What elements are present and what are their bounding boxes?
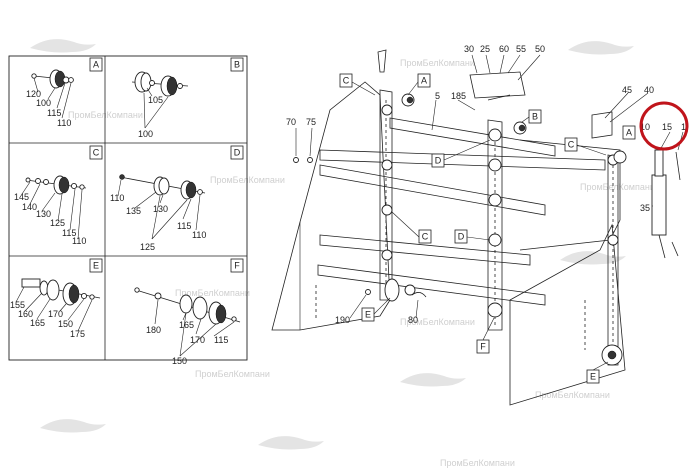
main-letter-box: D bbox=[454, 229, 468, 244]
svg-text:175: 175 bbox=[70, 329, 85, 339]
svg-text:150: 150 bbox=[172, 356, 187, 366]
svg-text:D: D bbox=[234, 148, 241, 158]
svg-text:F: F bbox=[480, 342, 486, 352]
svg-text:45: 45 bbox=[622, 85, 632, 95]
svg-text:25: 25 bbox=[480, 44, 490, 54]
panel-letter-b: B bbox=[230, 57, 244, 72]
svg-text:120: 120 bbox=[26, 89, 41, 99]
svg-text:150: 150 bbox=[58, 319, 73, 329]
panel-a-assembly bbox=[31, 69, 74, 119]
svg-text:160: 160 bbox=[18, 309, 33, 319]
svg-text:35: 35 bbox=[640, 203, 650, 213]
main-letter-box: C bbox=[564, 137, 578, 152]
watermark-text: ПромБелКомпани bbox=[400, 317, 475, 327]
svg-text:B: B bbox=[532, 112, 538, 122]
main-letter-box: C bbox=[339, 73, 353, 88]
main-letter-box: E bbox=[361, 307, 375, 322]
main-letter-box: C bbox=[418, 229, 432, 244]
svg-text:F: F bbox=[234, 261, 240, 271]
svg-text:105: 105 bbox=[148, 95, 163, 105]
svg-text:C: C bbox=[93, 148, 100, 158]
watermark-text: ПромБелКомпани bbox=[535, 390, 610, 400]
svg-text:115: 115 bbox=[214, 335, 228, 345]
svg-text:15: 15 bbox=[662, 122, 672, 132]
watermark-text: ПромБелКомпани bbox=[175, 288, 250, 298]
svg-text:C: C bbox=[422, 232, 429, 242]
svg-text:D: D bbox=[458, 232, 465, 242]
svg-text:190: 190 bbox=[335, 315, 350, 325]
svg-text:A: A bbox=[421, 76, 427, 86]
svg-text:100: 100 bbox=[36, 98, 51, 108]
panel-letter-c: C bbox=[89, 145, 103, 160]
detail-panel-grid bbox=[8, 55, 248, 361]
svg-text:185: 185 bbox=[451, 91, 466, 101]
main-letter-box: B bbox=[528, 109, 542, 124]
svg-text:135: 135 bbox=[126, 206, 141, 216]
panel-letter-d: D bbox=[230, 145, 244, 160]
panel-e-assembly bbox=[15, 278, 101, 332]
svg-text:110: 110 bbox=[57, 118, 71, 128]
svg-text:140: 140 bbox=[22, 202, 37, 212]
svg-text:B: B bbox=[234, 60, 240, 70]
watermark-logo bbox=[30, 39, 634, 450]
svg-text:30: 30 bbox=[464, 44, 474, 54]
svg-text:10: 10 bbox=[640, 122, 650, 132]
panel-d-assembly bbox=[117, 174, 206, 240]
main-letter-box: F bbox=[476, 339, 490, 354]
panel-f-assembly bbox=[134, 287, 241, 357]
svg-text:A: A bbox=[626, 128, 632, 138]
svg-text:115: 115 bbox=[62, 228, 76, 238]
svg-text:110: 110 bbox=[110, 193, 124, 203]
watermark-text: ПромБелКомпани bbox=[440, 458, 515, 468]
main-letter-box: A bbox=[417, 73, 431, 88]
svg-text:180: 180 bbox=[146, 325, 161, 335]
svg-text:170: 170 bbox=[48, 309, 63, 319]
watermark-text: ПромБелКомпани bbox=[68, 110, 143, 120]
watermark-text: ПромБелКомпани bbox=[195, 369, 270, 379]
svg-text:110: 110 bbox=[192, 230, 206, 240]
main-frame-assembly bbox=[271, 49, 684, 406]
svg-text:A: A bbox=[93, 60, 99, 70]
svg-text:60: 60 bbox=[499, 44, 509, 54]
svg-text:165: 165 bbox=[30, 318, 45, 328]
svg-text:130: 130 bbox=[153, 204, 168, 214]
svg-text:C: C bbox=[568, 140, 575, 150]
svg-text:E: E bbox=[93, 261, 99, 271]
svg-text:70: 70 bbox=[286, 117, 296, 127]
watermark-text: ПромБелКомпани bbox=[400, 58, 475, 68]
panel-letter-e: E bbox=[89, 258, 103, 273]
svg-text:75: 75 bbox=[306, 117, 316, 127]
panel-letter-a: A bbox=[89, 57, 103, 72]
svg-text:100: 100 bbox=[138, 129, 153, 139]
svg-text:1: 1 bbox=[681, 122, 686, 132]
svg-text:E: E bbox=[590, 372, 596, 382]
svg-text:165: 165 bbox=[179, 320, 194, 330]
svg-text:125: 125 bbox=[50, 218, 65, 228]
svg-text:D: D bbox=[435, 156, 442, 166]
svg-text:125: 125 bbox=[140, 242, 155, 252]
svg-text:40: 40 bbox=[644, 85, 654, 95]
svg-text:130: 130 bbox=[36, 209, 51, 219]
svg-text:115: 115 bbox=[47, 108, 61, 118]
main-letter-box: E bbox=[586, 369, 600, 384]
svg-text:145: 145 bbox=[14, 192, 29, 202]
svg-text:E: E bbox=[365, 310, 371, 320]
watermark-text: ПромБелКомпани bbox=[580, 182, 655, 192]
svg-text:80: 80 bbox=[408, 315, 418, 325]
svg-text:155: 155 bbox=[10, 300, 25, 310]
highlight-circle bbox=[639, 101, 689, 151]
panel-c-assembly bbox=[21, 175, 87, 240]
svg-text:170: 170 bbox=[190, 335, 205, 345]
svg-text:C: C bbox=[343, 76, 350, 86]
svg-text:55: 55 bbox=[516, 44, 526, 54]
svg-text:50: 50 bbox=[535, 44, 545, 54]
panel-b-assembly bbox=[131, 71, 189, 129]
panel-letter-f: F bbox=[230, 258, 244, 273]
svg-text:115: 115 bbox=[177, 221, 191, 231]
main-letter-box: D bbox=[431, 153, 445, 168]
svg-text:110: 110 bbox=[72, 236, 86, 246]
svg-text:5: 5 bbox=[435, 91, 440, 101]
main-letter-box: A bbox=[622, 125, 636, 140]
